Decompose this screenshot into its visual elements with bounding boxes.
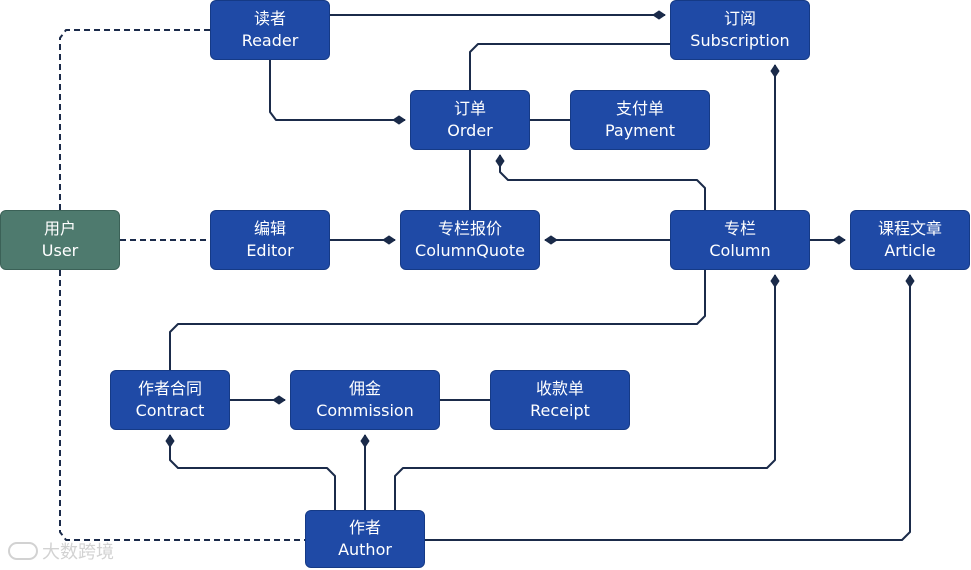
node-column[interactable]: 专栏 Column: [670, 210, 810, 270]
node-contract[interactable]: 作者合同 Contract: [110, 370, 230, 430]
node-reader-zh: 读者: [253, 9, 286, 28]
node-reader[interactable]: 读者 Reader: [210, 0, 330, 60]
node-column-zh: 专栏: [723, 219, 756, 238]
node-article-zh: 课程文章: [877, 219, 942, 238]
node-receipt[interactable]: 收款单 Receipt: [490, 370, 630, 430]
diamond-marker-author-article: [905, 274, 915, 288]
node-author-zh: 作者: [348, 518, 381, 537]
node-order-zh: 订单: [453, 99, 486, 118]
watermark: 大数跨境: [8, 538, 114, 564]
node-editor[interactable]: 编辑 Editor: [210, 210, 330, 270]
node-subscription-zh: 订阅: [723, 9, 756, 28]
node-order[interactable]: 订单 Order: [410, 90, 530, 150]
node-author-en: Author: [338, 540, 392, 559]
node-columnquote-en: ColumnQuote: [415, 241, 525, 260]
node-commission-en: Commission: [316, 401, 414, 420]
watermark-text: 大数跨境: [42, 542, 114, 563]
edge-column-order: [499, 155, 706, 210]
edge-author-column: [394, 275, 776, 510]
node-columnquote-zh: 专栏报价: [437, 219, 502, 238]
node-author[interactable]: 作者 Author: [305, 510, 425, 568]
node-commission[interactable]: 佣金 Commission: [290, 370, 440, 430]
diamond-marker-author-contract: [165, 434, 175, 448]
diamond-marker-contract-commission: [272, 395, 286, 405]
diamond-marker-author-commission: [360, 434, 370, 448]
node-order-en: Order: [447, 121, 493, 140]
node-article[interactable]: 课程文章 Article: [850, 210, 970, 270]
node-column-en: Column: [709, 241, 771, 260]
node-columnquote[interactable]: 专栏报价 ColumnQuote: [400, 210, 540, 270]
node-contract-en: Contract: [135, 401, 205, 420]
node-receipt-en: Receipt: [530, 401, 590, 420]
node-user[interactable]: 用户 User: [0, 210, 120, 270]
node-editor-zh: 编辑: [253, 219, 286, 238]
marker-layer: [165, 10, 915, 448]
node-commission-zh: 佣金: [348, 379, 381, 398]
node-payment-zh: 支付单: [615, 99, 664, 118]
diamond-marker-editor-columnquote: [382, 235, 396, 245]
diamond-marker-column-columnquote: [544, 235, 558, 245]
node-user-zh: 用户: [43, 219, 76, 238]
node-article-en: Article: [884, 241, 936, 260]
node-user-en: User: [41, 241, 79, 260]
edge-author-article: [425, 275, 911, 541]
node-receipt-zh: 收款单: [535, 379, 584, 398]
edge-author-contract: [169, 435, 336, 510]
edge-user-reader: [59, 29, 210, 210]
diamond-marker-column-subscription: [770, 64, 780, 78]
watermark-logo-icon: [8, 542, 38, 560]
diamond-marker-reader-subscription: [652, 10, 666, 20]
node-payment-en: Payment: [604, 121, 676, 140]
node-subscription[interactable]: 订阅 Subscription: [670, 0, 810, 60]
node-contract-zh: 作者合同: [137, 379, 202, 398]
node-editor-en: Editor: [246, 241, 294, 260]
diamond-marker-author-column: [770, 274, 780, 288]
edge-column-contract: [169, 270, 706, 370]
node-subscription-en: Subscription: [690, 31, 790, 50]
edge-reader-order: [269, 60, 405, 121]
diamond-marker-reader-order: [392, 115, 406, 125]
node-payment[interactable]: 支付单 Payment: [570, 90, 710, 150]
diamond-marker-column-order: [495, 154, 505, 168]
edge-user-author: [59, 270, 305, 541]
node-reader-en: Reader: [241, 31, 299, 50]
diamond-marker-column-article: [832, 235, 846, 245]
